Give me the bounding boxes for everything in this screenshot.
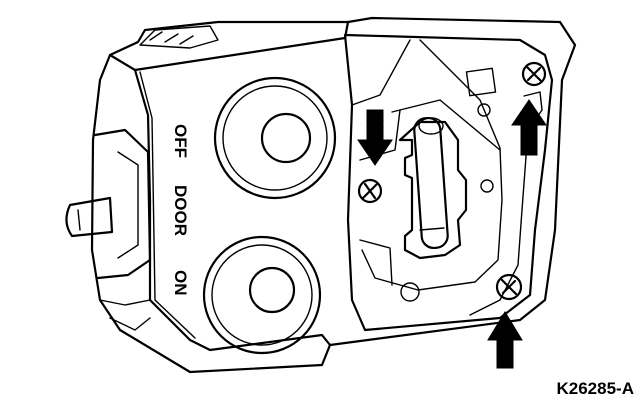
switch-position-labels: OFF DOOR ON xyxy=(171,124,190,296)
label-door: DOOR xyxy=(171,185,190,236)
label-off: OFF xyxy=(171,124,190,158)
lower-knob xyxy=(202,235,322,355)
screw-icon xyxy=(495,273,523,301)
screw-icon xyxy=(521,61,547,87)
fuse-icon xyxy=(398,116,468,260)
figure-id: K26285-A xyxy=(557,379,635,398)
up-arrow-icon xyxy=(487,311,523,369)
upper-knob xyxy=(213,76,337,200)
screw-icon xyxy=(357,178,383,204)
down-arrow-icon xyxy=(357,109,393,166)
up-arrow-icon xyxy=(511,99,547,156)
switch-housing xyxy=(65,16,577,374)
label-on: ON xyxy=(171,270,190,296)
